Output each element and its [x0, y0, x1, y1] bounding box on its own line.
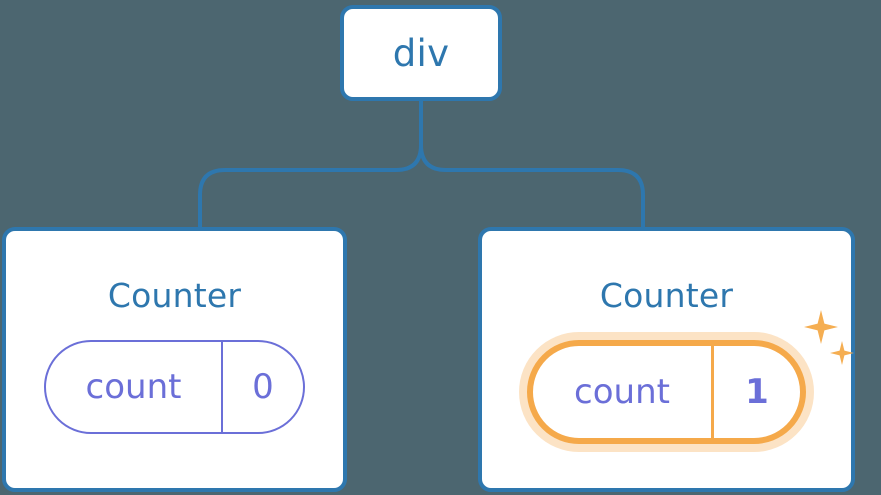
update-sparkles [802, 310, 862, 386]
counter-right-state-value: 1 [711, 346, 800, 438]
counter-right-state-wrap: count 1 [527, 310, 854, 444]
counter-left-state-wrap: count 0 [44, 340, 305, 434]
counter-left-state-value: 0 [221, 342, 303, 432]
counter-left-title: Counter [107, 276, 242, 315]
node-counter-right[interactable]: Counter count 1 [478, 227, 855, 492]
node-counter-left[interactable]: Counter count 0 [2, 227, 347, 492]
node-root-div[interactable]: div [340, 5, 502, 101]
counter-right-state-pill[interactable]: count 1 [527, 340, 806, 444]
edge-root-to-left-child [198, 99, 423, 229]
sparkle-small-icon [830, 341, 854, 365]
counter-left-state-key: count [85, 367, 182, 407]
edge-root-to-right-child [419, 99, 645, 229]
counter-right-title: Counter [599, 276, 734, 315]
sparkle-large-icon [804, 310, 838, 344]
counter-left-state-pill[interactable]: count 0 [44, 340, 305, 434]
node-root-label: div [392, 31, 450, 75]
counter-right-state-key: count [574, 372, 670, 412]
